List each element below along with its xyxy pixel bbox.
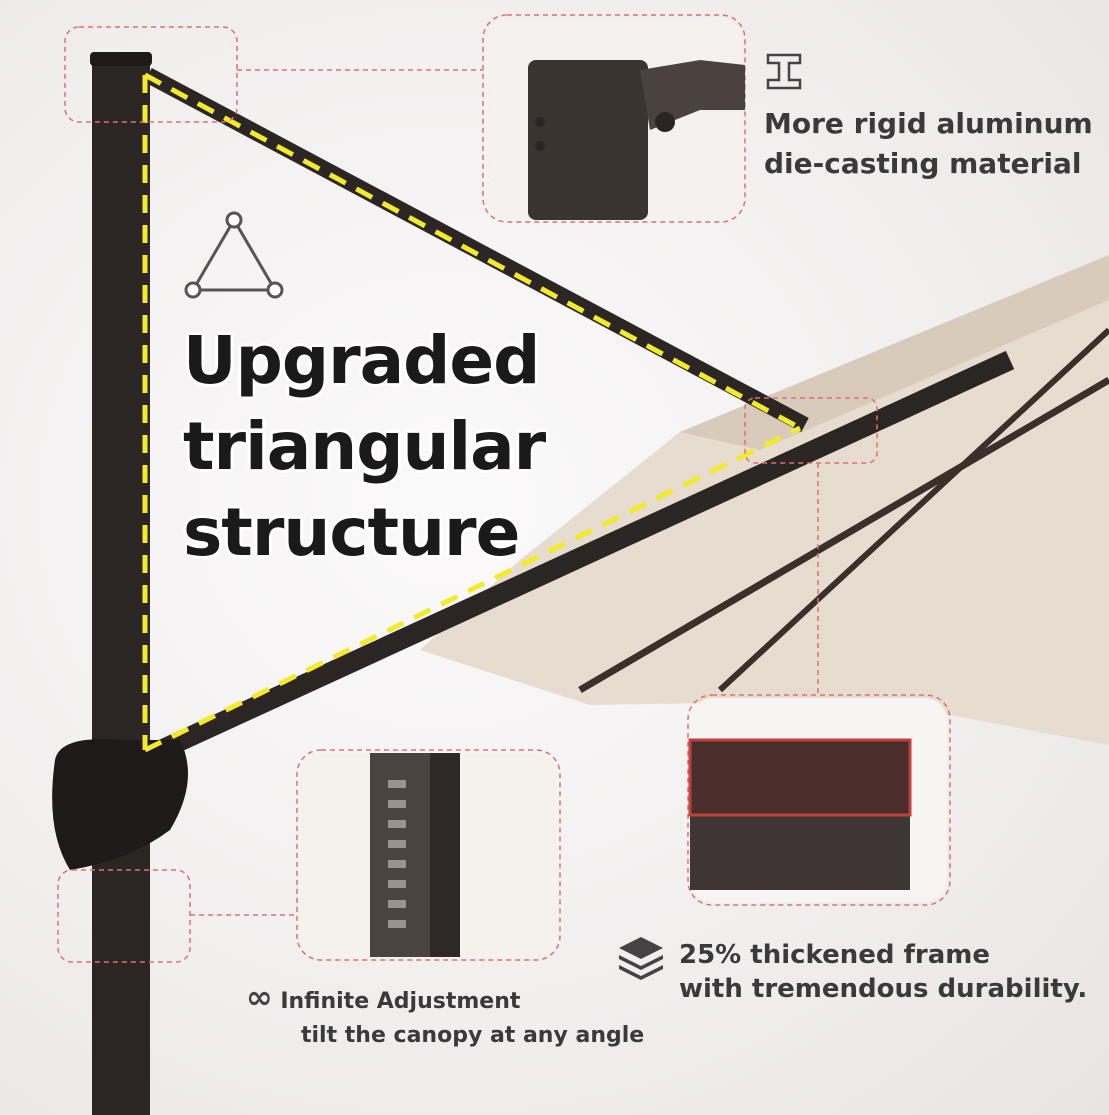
inset-adjustment-rail xyxy=(300,753,557,957)
canopy xyxy=(420,255,1109,745)
material-feature: More rigid aluminum die-casting material xyxy=(764,104,1093,184)
frame-line1: 25% thickened frame xyxy=(679,940,990,970)
layers-icon xyxy=(619,937,663,980)
headline: Upgraded triangular structure xyxy=(183,318,546,576)
callouts xyxy=(57,14,951,963)
headline-line3: structure xyxy=(183,494,520,571)
canopy-shade xyxy=(680,255,1109,450)
crank-handle xyxy=(52,739,189,870)
adjustment-line2: tilt the canopy at any angle xyxy=(301,1023,645,1048)
headline-line1: Upgraded xyxy=(183,322,540,399)
adjustment-line1: Infinite Adjustment xyxy=(280,989,521,1014)
inset-thick-frame xyxy=(688,698,947,902)
adjustment-feature: ∞ Infinite Adjustment tilt the canopy at… xyxy=(246,980,644,1053)
material-line2: die-casting material xyxy=(764,147,1082,180)
pole-cap xyxy=(90,52,152,66)
umbrella-pole xyxy=(92,55,150,1115)
material-line1: More rigid aluminum xyxy=(764,107,1093,140)
headline-line2: triangular xyxy=(183,408,546,485)
frame-feature: 25% thickened frame with tremendous dura… xyxy=(679,938,1087,1006)
triangle-icon xyxy=(184,211,284,299)
canopy-rib xyxy=(717,327,1109,693)
frame-line2: with tremendous durability. xyxy=(679,974,1088,1004)
infinity-icon: ∞ xyxy=(246,978,273,1016)
lower-arm xyxy=(145,350,1015,765)
i-beam-icon xyxy=(766,53,802,90)
inset-die-cast-joint xyxy=(486,18,745,220)
canopy-rib xyxy=(578,376,1109,694)
triangle-highlight xyxy=(142,72,802,753)
